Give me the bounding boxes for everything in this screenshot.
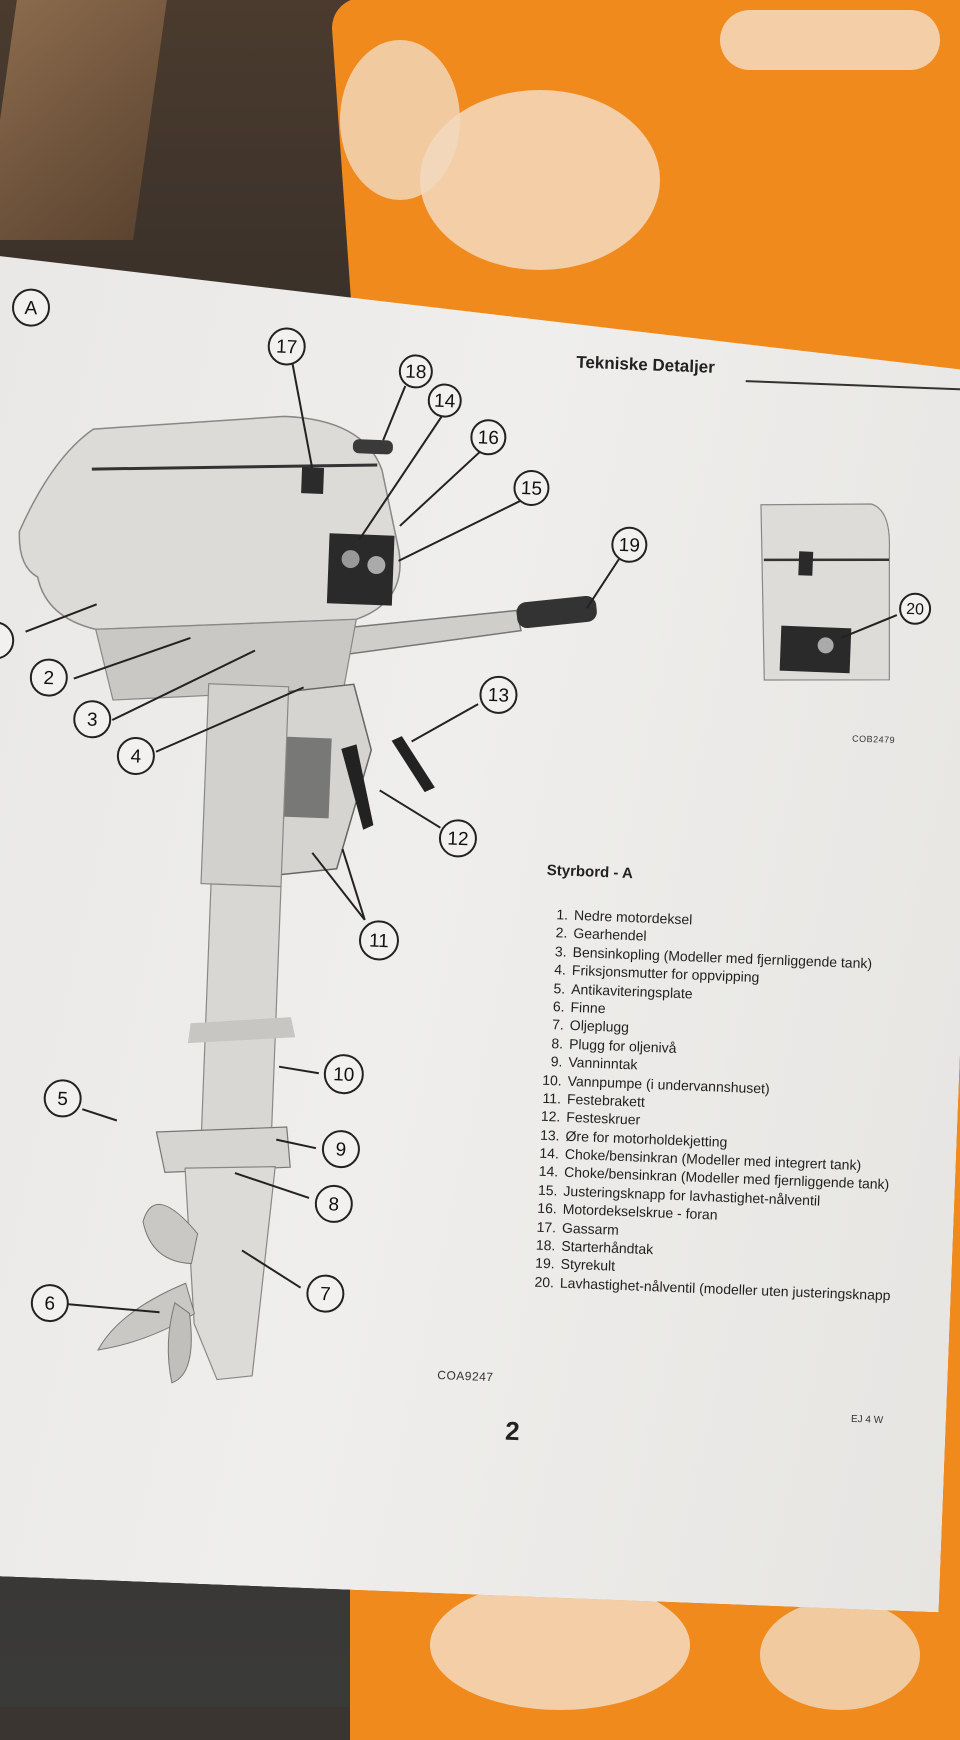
svg-text:4: 4 <box>130 746 142 767</box>
svg-text:1: 1 <box>0 631 1 652</box>
parts-list-number: 7. <box>551 1016 565 1033</box>
callout-5: 5 <box>44 1080 81 1117</box>
parts-list-text: Finne <box>570 998 606 1017</box>
parts-list-number: 3. <box>554 942 567 960</box>
callout-8: 8 <box>315 1185 352 1222</box>
control-panel <box>327 533 395 605</box>
svg-text:5: 5 <box>57 1089 68 1110</box>
parts-list-number: 18. <box>535 1236 556 1254</box>
svg-text:10: 10 <box>333 1064 355 1086</box>
blanket-pattern <box>760 1600 920 1710</box>
page-number: 2 <box>504 1415 521 1447</box>
inset-code: COB2479 <box>851 733 896 746</box>
callout-10: 10 <box>324 1054 363 1093</box>
svg-text:13: 13 <box>487 685 509 707</box>
callout-layer: 17 18 14 16 15 19 1 2 3 4 13 12 11 10 5 … <box>0 255 689 1481</box>
parts-list-number: 17. <box>536 1218 557 1236</box>
svg-text:17: 17 <box>276 337 298 359</box>
parts-list-number: 16. <box>537 1199 558 1217</box>
parts-list-text: Styrekult <box>560 1256 616 1275</box>
parts-list-number: 4. <box>553 961 567 978</box>
blanket-pattern <box>420 90 660 270</box>
blanket-pattern <box>340 40 460 200</box>
parts-list-number: 14. <box>539 1144 560 1162</box>
callout-2: 2 <box>30 659 67 696</box>
callout-13: 13 <box>480 676 517 713</box>
parts-list-number: 8. <box>551 1034 564 1052</box>
callout-12: 12 <box>439 820 476 857</box>
callout-14: 14 <box>428 384 461 417</box>
svg-text:11: 11 <box>369 931 390 953</box>
callout-6: 6 <box>31 1284 68 1321</box>
tiller-grip <box>516 595 598 629</box>
svg-text:6: 6 <box>44 1293 55 1314</box>
parts-list-number: 6. <box>552 998 565 1015</box>
parts-list-number: 12. <box>540 1108 561 1125</box>
svg-text:7: 7 <box>320 1284 331 1305</box>
parts-list-number: 19. <box>534 1255 555 1272</box>
figure-label-badge: A <box>9 286 53 330</box>
parts-list-number: 10. <box>541 1071 563 1089</box>
parts-list-number: 2. <box>555 924 568 942</box>
throttle-arm-shape <box>301 467 324 494</box>
gearcase <box>177 1163 275 1381</box>
callout-18: 18 <box>399 355 432 388</box>
figure-code: COA9247 <box>437 1368 494 1385</box>
inset-illustration: 20 <box>743 484 952 722</box>
caption-heading: Styrbord - A <box>546 861 634 883</box>
svg-text:12: 12 <box>447 828 469 850</box>
parts-list-number: 9. <box>550 1053 563 1070</box>
callout-3: 3 <box>74 701 111 738</box>
figure-label: A <box>24 298 38 319</box>
svg-text:8: 8 <box>328 1194 339 1215</box>
parts-list-number: 5. <box>553 979 566 997</box>
svg-text:2: 2 <box>43 668 54 689</box>
title-rule <box>746 380 960 390</box>
callout-17: 17 <box>268 328 305 365</box>
svg-text:9: 9 <box>335 1139 346 1160</box>
callout-4: 4 <box>117 737 154 774</box>
starter-handle-shape <box>353 439 394 455</box>
parts-list-number: 20. <box>534 1273 555 1291</box>
cavitation-plate <box>155 1122 292 1177</box>
svg-text:16: 16 <box>477 427 499 449</box>
svg-text:14: 14 <box>434 391 456 413</box>
svg-text:20: 20 <box>906 601 925 619</box>
parts-list-number: 15. <box>537 1181 558 1199</box>
svg-text:19: 19 <box>618 535 640 557</box>
blanket-pattern <box>430 1580 690 1710</box>
parts-list-number: 1. <box>556 906 569 923</box>
parts-list-text: Oljeplugg <box>569 1017 630 1036</box>
callout-20: 20 <box>900 593 931 624</box>
callout-1: 1 <box>0 622 14 659</box>
callout-9: 9 <box>322 1130 359 1167</box>
callout-11: 11 <box>359 921 398 960</box>
edge-text: EJ 4 W <box>850 1413 884 1427</box>
parts-list-number: 11. <box>542 1089 562 1107</box>
manual-page: Tekniske Detaljer A <box>0 255 960 1612</box>
callout-16: 16 <box>471 420 506 455</box>
svg-text:18: 18 <box>405 362 427 384</box>
parts-list-text: Gassarm <box>561 1219 620 1238</box>
svg-text:15: 15 <box>520 478 542 500</box>
callout-7: 7 <box>307 1275 344 1312</box>
parts-list-number: 13. <box>539 1126 560 1144</box>
callout-15: 15 <box>514 470 549 505</box>
blanket-pattern <box>720 10 940 70</box>
parts-list-number: 14. <box>538 1163 559 1180</box>
callout-19: 19 <box>612 527 647 562</box>
svg-text:3: 3 <box>87 710 98 731</box>
outboard-motor-illustration <box>0 255 669 1460</box>
